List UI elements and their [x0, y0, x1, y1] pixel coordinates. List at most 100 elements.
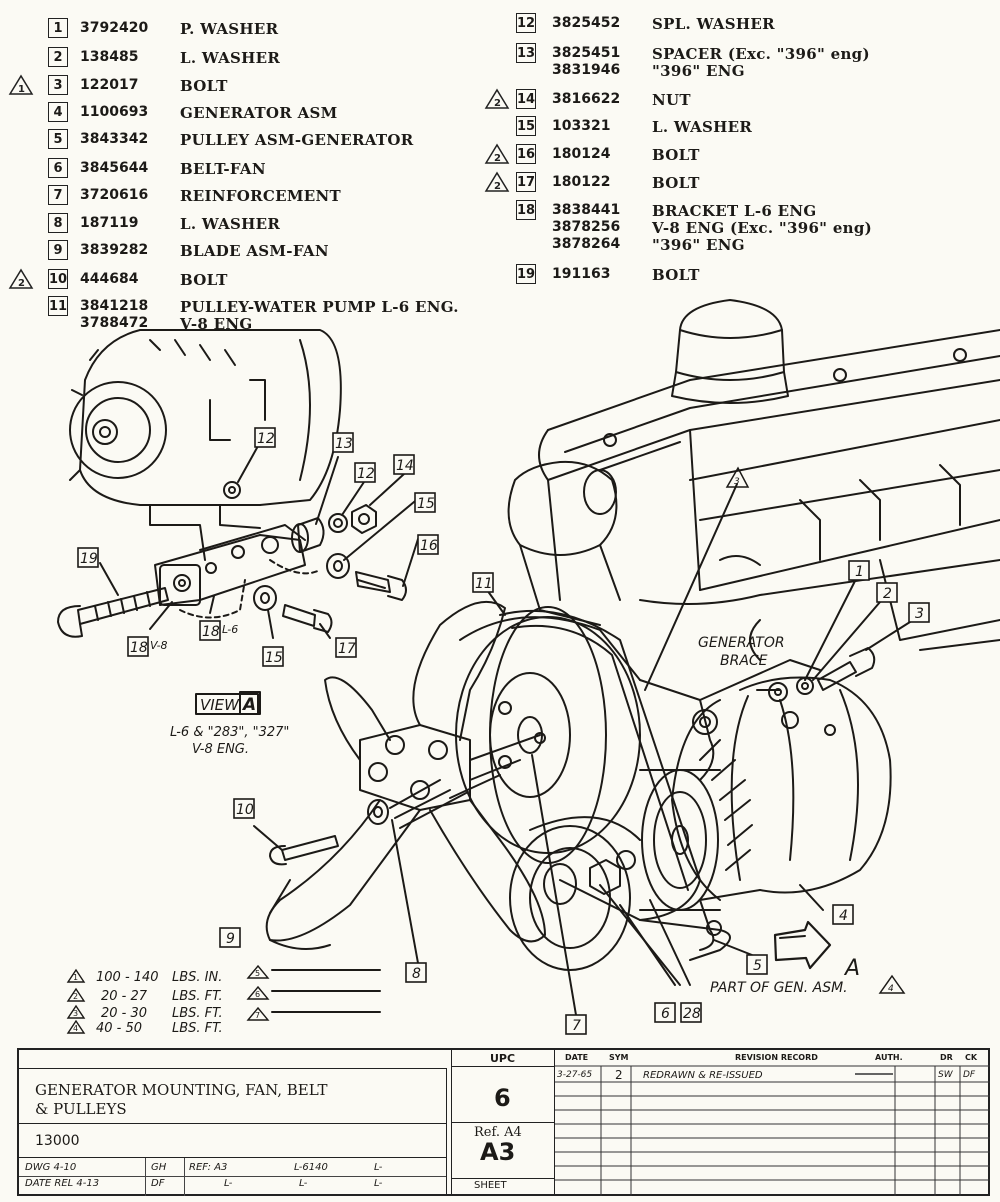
diagram-callout-number: 19	[80, 551, 98, 567]
part-description: SPACER (Exc. "396" eng)	[652, 45, 870, 63]
legend-triangle-7-icon	[246, 1006, 270, 1021]
callout-number-box: 5	[48, 129, 68, 149]
diagram-callout-number: 12	[257, 431, 275, 447]
part-description: BELT-FAN	[180, 160, 266, 178]
generator-assembly	[509, 483, 911, 986]
diagram-callout-box	[417, 534, 439, 555]
callout-number-box: 3	[48, 75, 68, 95]
torque-triangle-4-ref: 4	[888, 984, 894, 994]
legend-value-3: 20 - 30	[101, 1006, 147, 1021]
diagram-callout-box	[654, 1002, 676, 1023]
arrow-a-label: A	[843, 956, 860, 981]
drawing-title-line-1: GENERATOR MOUNTING, FAN, BELT	[35, 1081, 328, 1099]
col-auth: AUTH.	[875, 1053, 903, 1062]
diagram-callout-box	[233, 798, 255, 819]
part-number: 3831946	[552, 62, 621, 78]
callout-number-box: 15	[516, 116, 536, 136]
diagram-callout-number: 4	[839, 908, 848, 924]
part-description: L. WASHER	[652, 118, 753, 136]
part-description: BOLT	[180, 77, 228, 95]
water-pump-pulley	[455, 606, 701, 921]
diagram-callout-box	[876, 582, 898, 603]
part-description: NUT	[652, 91, 691, 109]
diagram-callout-box	[393, 454, 415, 475]
part-number: 3839282	[80, 242, 149, 258]
col-dr: DR	[940, 1053, 953, 1062]
torque-spec-icon: 2	[484, 143, 510, 164]
part-number: 3788472	[80, 315, 149, 331]
diagram-callout-number: 10	[236, 802, 254, 818]
ref-label: Ref. A4	[474, 1125, 522, 1140]
fan-blade	[253, 582, 577, 1016]
upc-label: UPC	[490, 1052, 516, 1065]
diagram-callout-number: 15	[417, 496, 435, 512]
svg-text:1: 1	[18, 84, 25, 95]
callout-number-box: 10	[48, 269, 68, 289]
revision-record: DATE SYM REVISION RECORD AUTH. DR CK 3-2…	[555, 1050, 990, 1196]
view-a-box	[195, 693, 259, 715]
callout-number-box: 19	[516, 264, 536, 284]
part-description: GENERATOR ASM	[180, 104, 338, 122]
part-number: 180124	[552, 146, 611, 162]
part-description: BOLT	[180, 271, 228, 289]
legend-sym-7: 7	[255, 1011, 260, 1020]
legend-sym-5: 5	[255, 969, 260, 978]
legend-value-1: 100 - 140	[96, 970, 159, 985]
part-description: BOLT	[652, 174, 700, 192]
svg-text:2: 2	[494, 153, 501, 164]
diagram-callout-box	[127, 636, 149, 657]
part-number: 191163	[552, 266, 611, 282]
upc-value: 6	[494, 1084, 511, 1112]
callout-number-box: 2	[48, 47, 68, 67]
part-description: BLADE ASM-FAN	[180, 242, 329, 260]
diagram-callout-number: 16	[420, 538, 438, 554]
legend-triangle-2-icon	[66, 987, 86, 1002]
col-sym: SYM	[609, 1053, 629, 1062]
callout-number-box: 4	[48, 102, 68, 122]
part-number: 180122	[552, 174, 611, 190]
part-number: 122017	[80, 77, 139, 93]
diagram-callout-number: 3	[915, 606, 924, 622]
callout-number-box: 6	[48, 158, 68, 178]
torque-spec-icon: 1	[8, 74, 34, 95]
df-initials: DF	[151, 1178, 165, 1189]
diagram-callout-box	[335, 637, 357, 658]
date-released: DATE REL 4-13	[25, 1178, 100, 1189]
diagram-callout-number: 6	[661, 1006, 670, 1022]
bracket-assembly	[57, 445, 421, 639]
diagram-callout-number: 8	[412, 966, 421, 982]
generator-view-a	[69, 329, 342, 561]
part-number: 3878256	[552, 219, 621, 235]
diagram-callout-box	[405, 962, 427, 983]
part-description: REINFORCEMENT	[180, 187, 341, 205]
view-label: VIEW	[200, 696, 240, 714]
legend-sym-6: 6	[255, 990, 260, 999]
diagram-callout-box	[746, 954, 768, 975]
part-description: PULLEY-WATER PUMP L-6 ENG.	[180, 298, 459, 316]
part-description: BOLT	[652, 146, 700, 164]
part-number: 3841218	[80, 298, 149, 314]
view-a-letter-box	[239, 691, 261, 715]
title-block: GENERATOR MOUNTING, FAN, BELT & PULLEYS …	[17, 1048, 990, 1196]
diagram-callout-box	[254, 427, 276, 448]
part-description: "396" ENG	[652, 236, 745, 254]
diagram-callout-box	[199, 620, 221, 641]
part-number: 3838441	[552, 202, 621, 218]
callout-number-box: 16	[516, 144, 536, 164]
part-number: 3720616	[80, 187, 149, 203]
part-number: 1100693	[80, 104, 149, 120]
svg-text:2: 2	[494, 181, 501, 192]
l-ref-1: L-	[374, 1162, 383, 1173]
col-date: DATE	[565, 1053, 589, 1062]
part-number: 444684	[80, 271, 139, 287]
rev-sym: 2	[615, 1068, 623, 1082]
sheet-label: SHEET	[474, 1180, 507, 1191]
diagram-callout-number: 18	[130, 640, 148, 656]
diagram-callout-box	[848, 560, 870, 581]
l-ref-2: L-	[224, 1178, 233, 1189]
diagram-callout-box	[832, 904, 854, 925]
torque-spec-icon: 2	[484, 88, 510, 109]
diagram-callout-number: 1	[855, 564, 864, 580]
part-description: BOLT	[652, 266, 700, 284]
part-description: P. WASHER	[180, 20, 279, 38]
